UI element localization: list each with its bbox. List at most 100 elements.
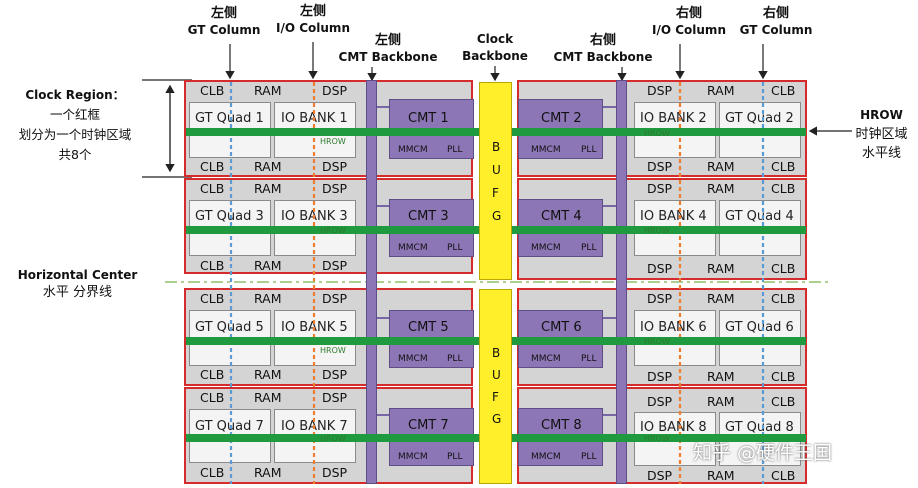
right-io-column-label-line1: 右侧 xyxy=(675,6,702,21)
label-dsp: DSP xyxy=(647,159,673,174)
io-bank-label: IO BANK 3 xyxy=(281,209,348,224)
label-ram: RAM xyxy=(707,394,735,409)
gt-quad-label: GT Quad 1 xyxy=(195,111,264,126)
horizontal-center-note-title: Horizontal Center xyxy=(17,268,138,282)
io-bank-label: IO BANK 2 xyxy=(640,111,707,126)
label-ram: RAM xyxy=(254,83,282,98)
label-clb: CLB xyxy=(200,465,225,480)
gt-quad-label: GT Quad 6 xyxy=(725,320,794,335)
hrow-tag: HROW xyxy=(320,434,346,443)
label-clb: CLB xyxy=(200,258,225,273)
hrow-bar-1-right xyxy=(512,128,806,136)
label-clb: CLB xyxy=(200,390,225,405)
left-cmt-backbone xyxy=(366,80,377,484)
label-ram: RAM xyxy=(254,159,282,174)
pll-label: PLL xyxy=(581,243,597,253)
left-gt-column-label-line1: 左侧 xyxy=(210,6,237,21)
label-dsp: DSP xyxy=(322,258,348,273)
bufg-letter: B xyxy=(492,346,501,360)
hrow-tag: HROW xyxy=(644,434,670,443)
mmcm-label: MMCM xyxy=(398,354,428,364)
mmcm-label: MMCM xyxy=(531,452,561,462)
right-gt-column-label-line2: GT Column xyxy=(739,23,813,37)
bufg-letter: B xyxy=(492,140,501,154)
cmt-title: CMT 2 xyxy=(541,111,582,126)
hrow-bar-4-right xyxy=(512,434,806,442)
hrow-bar-2-left xyxy=(186,226,479,234)
hrow-bar-1-left xyxy=(186,128,479,136)
label-clb: CLB xyxy=(200,181,225,196)
label-dsp: DSP xyxy=(322,367,348,382)
gt-quad-label: GT Quad 5 xyxy=(195,320,264,335)
io-bank-label: IO BANK 4 xyxy=(640,209,707,224)
hrow-bar-3-left xyxy=(186,337,479,345)
label-dsp: DSP xyxy=(647,468,673,483)
pll-label: PLL xyxy=(581,145,597,155)
hrow-bar-2-right xyxy=(512,226,806,234)
clock-region-note-title: Clock Region： xyxy=(25,88,125,102)
gt-quad-label: GT Quad 3 xyxy=(195,209,264,224)
mmcm-label: MMCM xyxy=(398,145,428,155)
label-ram: RAM xyxy=(254,291,282,306)
cmt-title: CMT 4 xyxy=(541,209,582,224)
mmcm-label: MMCM xyxy=(398,452,428,462)
hrow-note-line3: 水平线 xyxy=(861,146,901,161)
label-ram: RAM xyxy=(707,369,735,384)
hrow-note-title: HROW xyxy=(860,108,903,122)
label-clb: CLB xyxy=(771,291,796,306)
clock-region-note: Clock Region： 一个红框 划分为一个时钟区域 共8个 xyxy=(0,85,150,165)
label-clb: CLB xyxy=(771,83,796,98)
left-cmt-backbone-label-line2: CMT Backbone xyxy=(338,50,438,64)
pll-label: PLL xyxy=(447,145,463,155)
label-dsp: DSP xyxy=(647,261,673,276)
bufg-letter: F xyxy=(492,186,499,200)
cmt-title: CMT 5 xyxy=(408,320,449,335)
mmcm-label: MMCM xyxy=(531,145,561,155)
label-ram: RAM xyxy=(707,159,735,174)
label-dsp: DSP xyxy=(322,291,348,306)
hrow-bar-4-left xyxy=(186,434,479,442)
hrow-tag: HROW xyxy=(320,346,346,355)
hrow-note: HROW 时钟区域 水平线 xyxy=(845,106,918,163)
right-io-column-label-line2: I/O Column xyxy=(652,23,726,37)
label-dsp: DSP xyxy=(647,181,673,196)
label-clb: CLB xyxy=(200,291,225,306)
io-bank-label: IO BANK 5 xyxy=(281,320,348,335)
watermark-text: 知乎 @硬件王国 xyxy=(693,442,833,464)
right-gt-column-label-line1: 右侧 xyxy=(762,6,789,21)
hrow-tag: HROW xyxy=(320,226,346,235)
label-dsp: DSP xyxy=(322,83,348,98)
pll-label: PLL xyxy=(581,452,597,462)
hrow-note-line2: 时钟区域 xyxy=(855,127,908,142)
clock-region-note-line3: 划分为一个时钟区域 xyxy=(18,127,132,142)
right-cmt-backbone xyxy=(616,80,627,484)
left-io-column-label: 左侧 I/O Column xyxy=(268,3,358,37)
label-ram: RAM xyxy=(707,83,735,98)
left-io-column-label-line1: 左侧 xyxy=(299,4,326,19)
label-clb: CLB xyxy=(200,83,225,98)
hrow-bar-3-right xyxy=(512,337,806,345)
left-gt-column-label: 左侧 GT Column xyxy=(180,5,268,39)
right-cmt-backbone-label: 右侧 CMT Backbone xyxy=(548,32,658,66)
left-io-column-label-line2: I/O Column xyxy=(276,21,350,35)
hrow-tag: HROW xyxy=(644,129,670,138)
label-clb: CLB xyxy=(771,159,796,174)
gt-quad-label: GT Quad 7 xyxy=(195,419,264,434)
io-bank-label: IO BANK 7 xyxy=(281,419,348,434)
right-gt-column-label: 右侧 GT Column xyxy=(732,5,820,39)
label-dsp: DSP xyxy=(322,181,348,196)
label-dsp: DSP xyxy=(322,390,348,405)
clock-backbone-label-line2: Backbone xyxy=(462,49,528,63)
label-ram: RAM xyxy=(254,181,282,196)
label-dsp: DSP xyxy=(647,291,673,306)
cmt-title: CMT 3 xyxy=(408,209,449,224)
pll-label: PLL xyxy=(447,243,463,253)
label-ram: RAM xyxy=(707,468,735,483)
cmt-title: CMT 8 xyxy=(541,418,582,433)
bufg-letter: G xyxy=(492,209,502,223)
label-ram: RAM xyxy=(707,181,735,196)
bufg-letter: F xyxy=(492,390,499,404)
label-ram: RAM xyxy=(254,465,282,480)
left-cmt-backbone-label: 左侧 CMT Backbone xyxy=(333,32,443,66)
label-ram: RAM xyxy=(254,258,282,273)
